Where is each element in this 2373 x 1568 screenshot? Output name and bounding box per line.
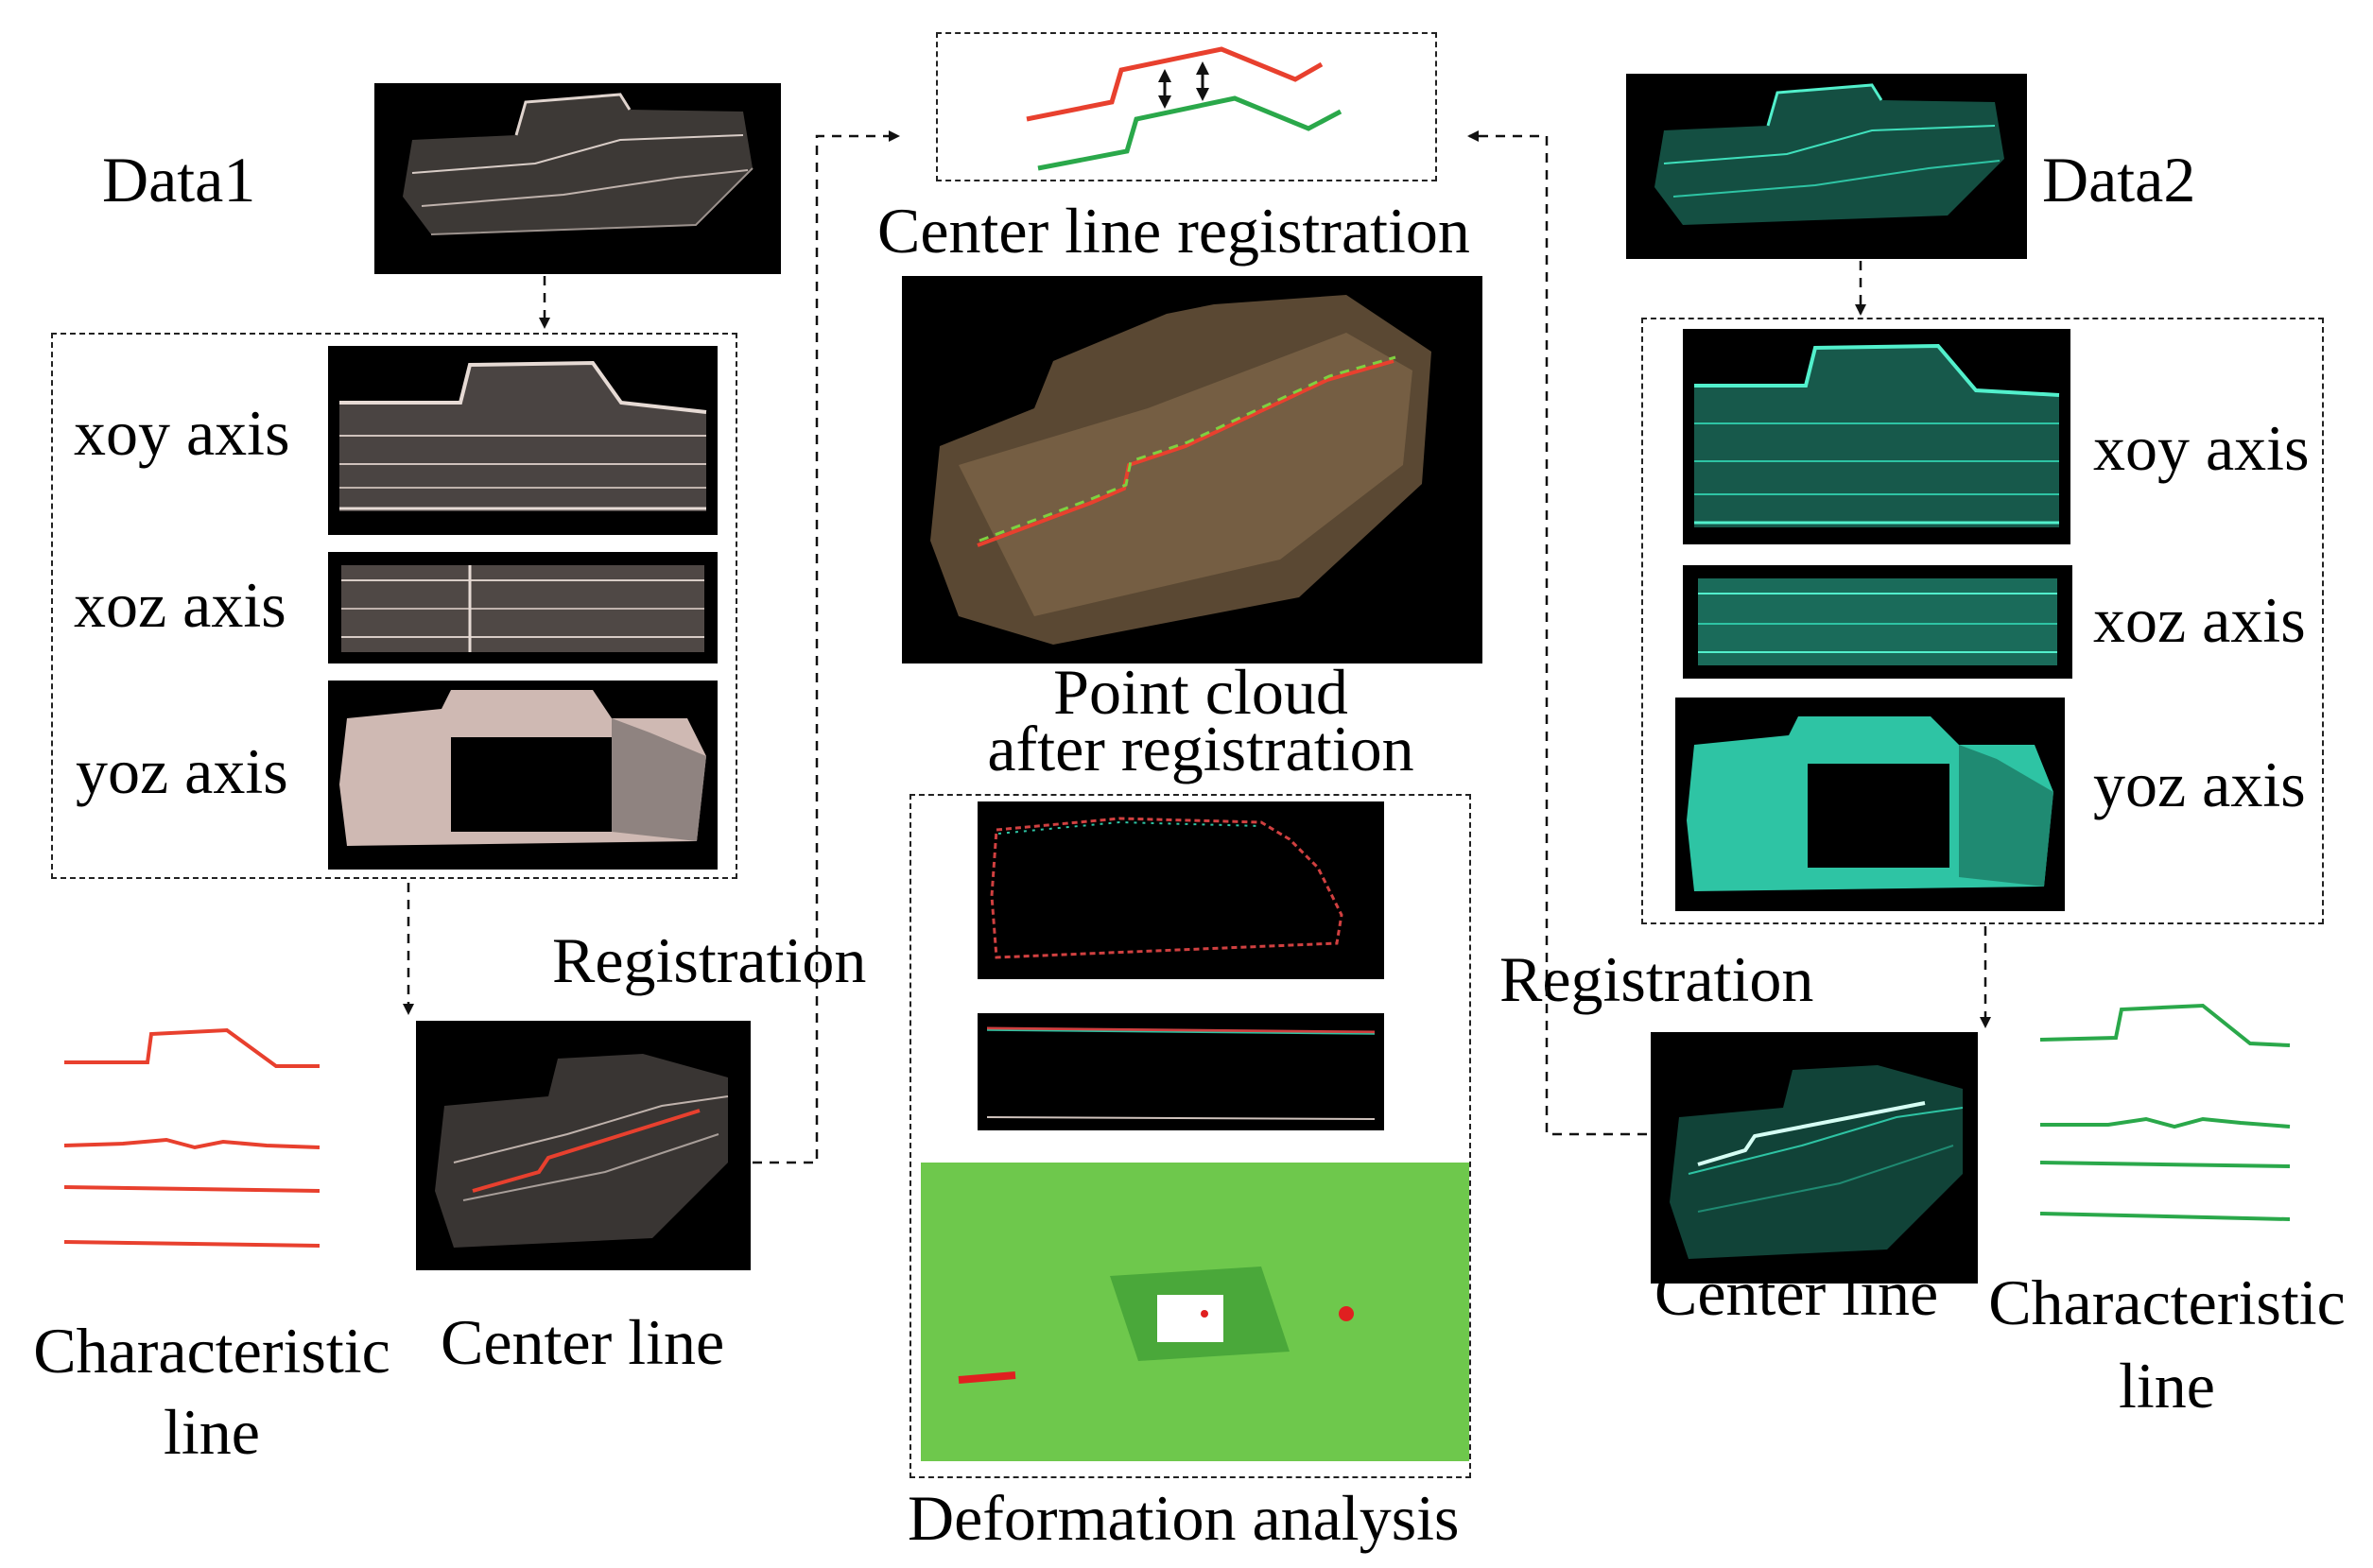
data2-axis-xoz-label: xoz axis: [2093, 584, 2306, 656]
deformation-section-image: [978, 801, 1384, 979]
deformation-analysis-label: Deformation analysis: [908, 1482, 1460, 1554]
data1-axis-yoz-label: yoz axis: [76, 735, 288, 807]
data1-projection-box: [51, 333, 737, 879]
data1-yoz-projection-image: [328, 681, 718, 870]
data2-registration-label: Registration: [1499, 943, 1814, 1015]
data1-characteristic-line-label: Characteristic line: [13, 1310, 410, 1473]
data1-axis-xoy-label: xoy axis: [74, 397, 290, 469]
data2-characteristic-line-label-line1: Characteristic: [1988, 1266, 2346, 1338]
point-cloud-after-registration-label: Point cloud after registration: [927, 656, 1475, 784]
deformation-analysis-box: [909, 794, 1471, 1478]
data2-characteristic-line-label-line2: line: [2119, 1350, 2215, 1422]
deformation-profile-image: [978, 1013, 1384, 1130]
data2-characteristic-line-label: Characteristic line: [1966, 1261, 2367, 1427]
deformation-heatmap-image: [921, 1163, 1469, 1461]
point-cloud-after-label-line2: after registration: [987, 713, 1414, 784]
data2-xoy-projection-image: [1683, 329, 2070, 544]
data1-registration-label: Registration: [552, 924, 867, 996]
data2-title: Data2: [2042, 144, 2196, 215]
data1-characteristic-line-label-line2: line: [164, 1396, 260, 1468]
center-line-registration-label: Center line registration: [877, 195, 1470, 267]
data1-pointcloud-image: [374, 83, 781, 274]
data2-yoz-projection-image: [1675, 698, 2065, 911]
data1-center-line-label: Center line: [441, 1306, 725, 1378]
centerline-registration-box: [936, 32, 1437, 181]
data1-xoz-projection-image: [328, 552, 718, 663]
data2-xoz-projection-image: [1683, 565, 2072, 679]
data1-characteristic-lines: [63, 1027, 320, 1248]
data1-axis-xoz-label: xoz axis: [74, 569, 286, 641]
data1-characteristic-line-label-line1: Characteristic: [33, 1315, 390, 1387]
data1-centerline-image: [416, 1021, 751, 1270]
data2-pointcloud-image: [1626, 74, 2027, 259]
data2-characteristic-lines: [2039, 1003, 2291, 1221]
data1-xoy-projection-image: [328, 346, 718, 535]
data2-center-line-label: Center line: [1654, 1257, 1939, 1329]
data2-centerline-image: [1651, 1032, 1978, 1284]
data1-title: Data1: [102, 144, 256, 215]
registered-pointcloud-image: [902, 276, 1482, 663]
data2-axis-xoy-label: xoy axis: [2093, 412, 2310, 484]
point-cloud-after-label-line1: Point cloud: [1053, 656, 1348, 728]
data2-axis-yoz-label: yoz axis: [2093, 749, 2306, 820]
